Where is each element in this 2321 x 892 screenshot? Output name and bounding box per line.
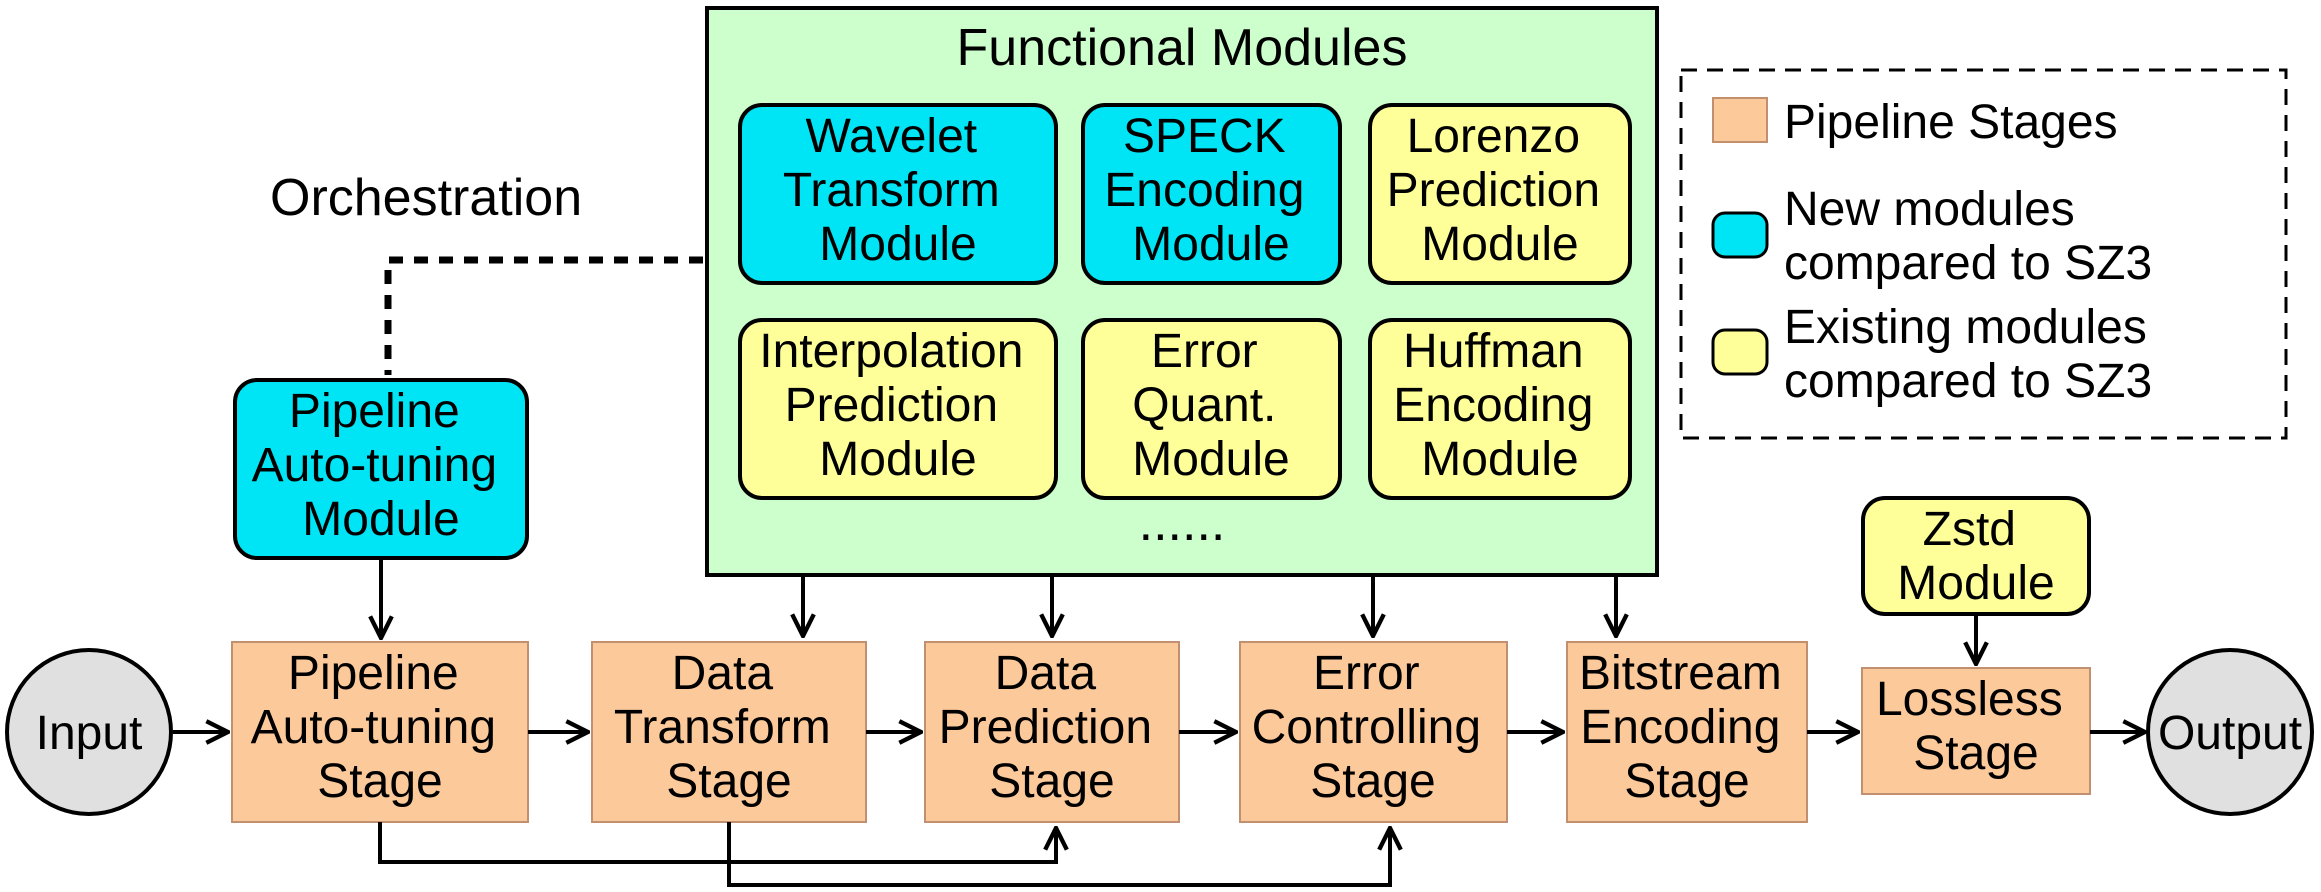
stage-prediction-line-1: Data	[995, 647, 1097, 700]
legend-new-line-2: compared to SZ3	[1784, 237, 2152, 290]
stage-autotuning-line-1: Pipeline	[288, 647, 459, 700]
legend-existing-line-1: Existing modules	[1784, 301, 2147, 354]
stage-transform-line-1: Data	[672, 647, 774, 700]
huffman-encoding-module: Huffman Encoding Module	[1368, 318, 1632, 500]
orchestration-label: Orchestration	[270, 169, 582, 227]
svg-text:Bitstream Encoding: Bitstream Encoding Stage	[1579, 647, 1795, 808]
stage-error-line-3: Stage	[1310, 755, 1435, 808]
svg-text:Zstd Module: Zstd Module	[1897, 503, 2054, 610]
output-node: Output	[2146, 648, 2314, 816]
error-quant-module: Error Quant. Module	[1081, 318, 1342, 500]
loop-transform-to-error	[727, 822, 1390, 887]
legend-frame	[1679, 68, 2288, 440]
interpolation-line-1: Interpolation	[759, 325, 1023, 378]
functional-modules-title: Functional Modules	[957, 19, 1408, 77]
interpolation-line-2: Prediction	[785, 379, 998, 432]
stage-autotuning-line-2: Auto-tuning	[251, 701, 497, 754]
stage-data-prediction: Data Prediction Stage	[924, 641, 1180, 823]
wavelet-line-1: Wavelet	[806, 110, 978, 163]
speck-encoding-module: SPECK Encoding Module	[1081, 103, 1342, 285]
zstd-line-2: Module	[1897, 557, 2054, 610]
stage-transform-line-3: Stage	[666, 755, 791, 808]
loop-autotuning-to-prediction	[378, 822, 1056, 864]
stage-transform-line-2: Transform	[614, 701, 831, 754]
svg-text:Data Transform Sta: Data Transform Stage	[614, 647, 844, 808]
stage-bitstream-line-3: Stage	[1624, 755, 1749, 808]
zstd-line-1: Zstd	[1923, 503, 2016, 556]
lorenzo-line-3: Module	[1421, 218, 1578, 271]
legend-new-line-1: New modules	[1784, 183, 2075, 236]
svg-text:Data Prediction St: Data Prediction Stage	[939, 647, 1166, 808]
zstd-module: Zstd Module	[1861, 496, 2091, 616]
huffman-line-2: Encoding	[1393, 379, 1593, 432]
svg-text:Interpolation Predicti: Interpolation Prediction Module	[759, 325, 1037, 486]
stage-prediction-line-2: Prediction	[939, 701, 1152, 754]
interpolation-line-3: Module	[819, 433, 976, 486]
error-quant-line-3: Module	[1132, 433, 1289, 486]
stage-prediction-line-3: Stage	[989, 755, 1114, 808]
stage-data-transform: Data Transform Stage	[591, 641, 867, 823]
stage-error-line-2: Controlling	[1252, 701, 1481, 754]
stage-bitstream-encoding: Bitstream Encoding Stage	[1566, 641, 1808, 823]
svg-text:Huffman Encoding: Huffman Encoding Module	[1393, 325, 1607, 486]
legend: Pipeline Stages New modules compared to …	[1679, 68, 2288, 440]
stage-pipeline-autotuning: Pipeline Auto-tuning Stage	[231, 641, 529, 823]
flow-arrows	[173, 558, 2145, 887]
autotuning-module-line-1: Pipeline	[289, 385, 460, 438]
input-label: Input	[36, 707, 143, 760]
svg-text:Error Quant. M: Error Quant. Module	[1132, 325, 1289, 486]
legend-swatch-stage	[1712, 97, 1768, 143]
speck-line-3: Module	[1132, 218, 1289, 271]
legend-swatch-new	[1711, 211, 1769, 259]
orchestration-link	[384, 256, 703, 375]
error-quant-line-1: Error	[1151, 325, 1258, 378]
stage-error-line-1: Error	[1313, 647, 1420, 700]
lorenzo-prediction-module: Lorenzo Prediction Module	[1368, 103, 1632, 285]
pipeline-autotuning-module: Pipeline Auto-tuning Module	[233, 378, 529, 560]
input-node: Input	[5, 648, 173, 816]
stage-autotuning-line-3: Stage	[317, 755, 442, 808]
autotuning-module-line-2: Auto-tuning	[252, 439, 498, 492]
svg-text:SPECK Encoding: SPECK Encoding Module	[1104, 110, 1318, 271]
wavelet-transform-module: Wavelet Transform Module	[738, 103, 1058, 285]
more-modules-ellipsis: ......	[1139, 494, 1226, 552]
stage-error-controlling: Error Controlling Stage	[1239, 641, 1508, 823]
svg-text:Wavelet Transform: Wavelet Transform Module	[783, 110, 1013, 271]
lorenzo-line-2: Prediction	[1387, 164, 1600, 217]
stage-bitstream-line-1: Bitstream	[1579, 647, 1782, 700]
output-label: Output	[2158, 707, 2302, 760]
legend-stage-label: Pipeline Stages	[1784, 96, 2118, 149]
lorenzo-line-1: Lorenzo	[1407, 110, 1580, 163]
stage-lossless: Lossless Stage	[1861, 667, 2091, 795]
stage-bitstream-line-2: Encoding	[1580, 701, 1780, 754]
legend-swatch-existing	[1711, 328, 1769, 376]
functional-modules-panel: Functional Modules Wavelet Transform Mod…	[705, 6, 1659, 577]
huffman-line-3: Module	[1421, 433, 1578, 486]
svg-text:Lossless Stage: Lossless Stage	[1876, 673, 2076, 780]
stage-lossless-line-1: Lossless	[1876, 673, 2063, 726]
wavelet-line-3: Module	[819, 218, 976, 271]
legend-existing-line-2: compared to SZ3	[1784, 355, 2152, 408]
huffman-line-1: Huffman	[1403, 325, 1584, 378]
interpolation-prediction-module: Interpolation Prediction Module	[738, 318, 1058, 500]
speck-line-1: SPECK	[1123, 110, 1286, 163]
speck-line-2: Encoding	[1104, 164, 1304, 217]
svg-text:Pipeline Auto-tuning: Pipeline Auto-tuning Module	[252, 385, 511, 546]
autotuning-module-line-3: Module	[302, 493, 459, 546]
stage-lossless-line-2: Stage	[1913, 727, 2038, 780]
wavelet-line-2: Transform	[783, 164, 1000, 217]
svg-text:Pipeline Auto-tuning: Pipeline Auto-tuning Stage	[251, 647, 510, 808]
svg-text:Error Controlling: Error Controlling Stage	[1252, 647, 1495, 808]
svg-text:Lorenzo Prediction: Lorenzo Prediction Module	[1387, 110, 1614, 271]
error-quant-line-2: Quant.	[1132, 379, 1276, 432]
